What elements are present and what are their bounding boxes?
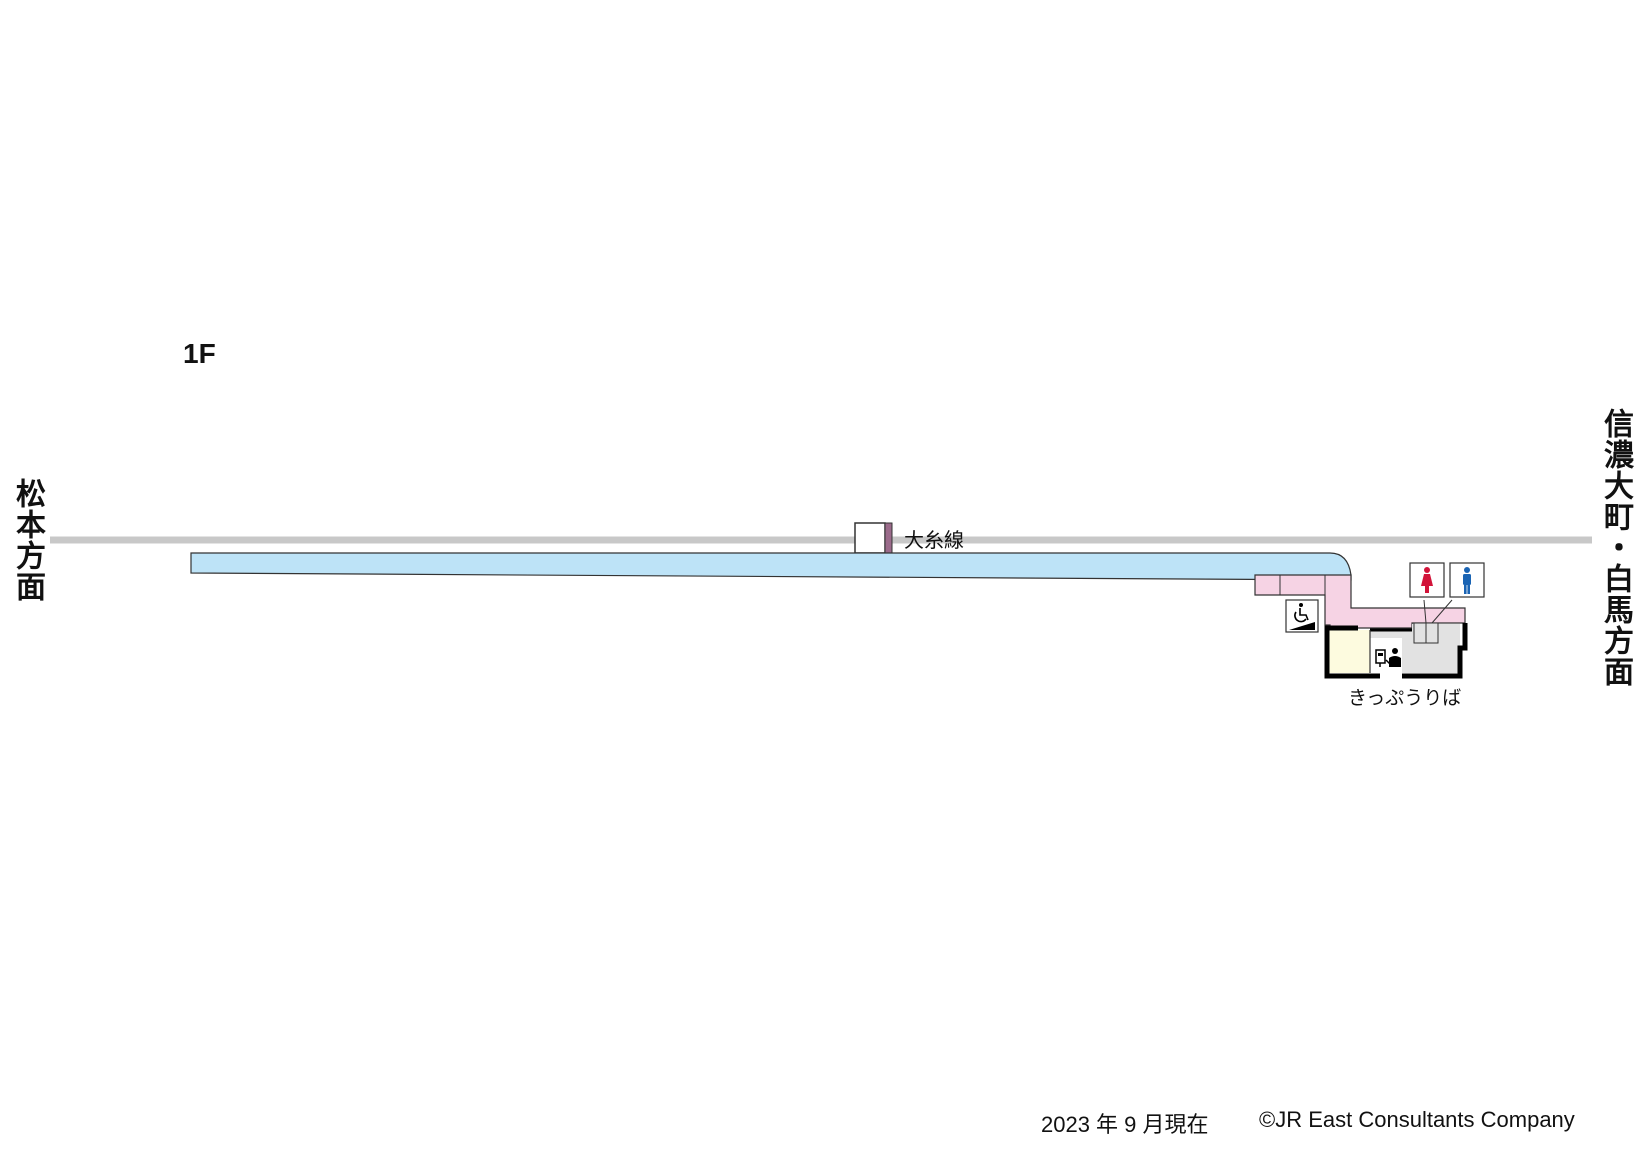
leader-line [1423, 599, 1427, 624]
restroom-booth [1413, 622, 1427, 644]
footer-copyright: ©JR East Consultants Company [1259, 1107, 1575, 1132]
ticket-counter [1370, 638, 1402, 673]
womens-restroom-icon [1409, 562, 1445, 598]
leader-line [1431, 599, 1453, 624]
building-wall [1370, 623, 1468, 679]
direction-left-label: 松本方面 [10, 478, 45, 602]
floor-label: 1F [183, 338, 216, 369]
mens-restroom-icon [1449, 562, 1485, 598]
line-color-marker [884, 522, 893, 554]
line-sign-box [854, 522, 886, 554]
ticket-office-label: きっぷうりば [1348, 687, 1462, 709]
line-name-label: 大糸線 [904, 528, 964, 552]
footer-date: 2023 年 9 月現在 [1041, 1112, 1209, 1137]
staff-icon [1385, 648, 1401, 667]
waiting-room [1327, 630, 1370, 673]
direction-right-label: 信濃大町・白馬方面 [1598, 408, 1633, 687]
building-wall [1324, 625, 1370, 679]
ticket-machine-icon [1375, 649, 1386, 667]
wheelchair-slope-icon [1285, 599, 1319, 633]
restroom-booth [1425, 622, 1439, 644]
platform [190, 552, 1352, 581]
